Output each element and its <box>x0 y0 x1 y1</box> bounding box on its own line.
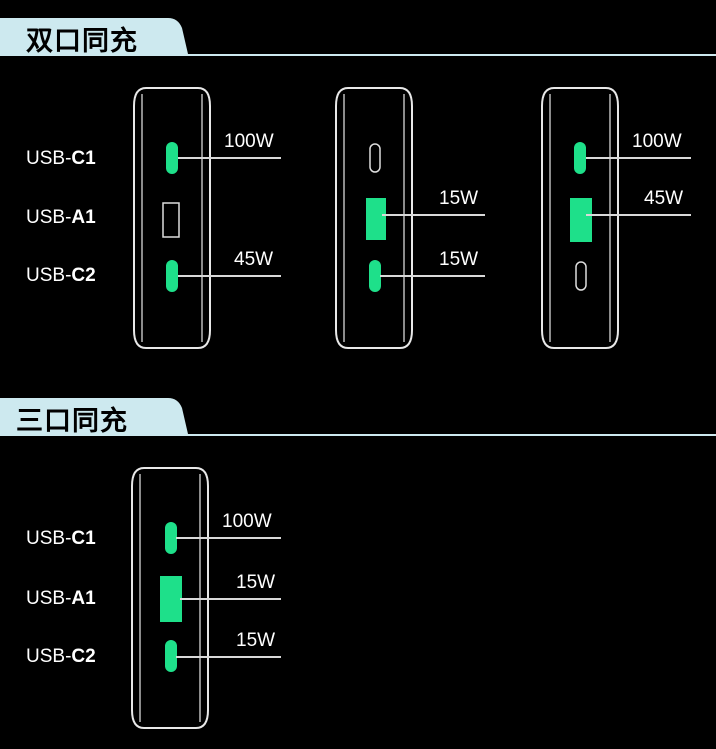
power-bank-config-1 <box>132 86 212 350</box>
line-c1 <box>586 157 691 159</box>
watt-c1: 100W <box>222 511 272 532</box>
section-header-triple: 三口同充 <box>0 396 716 440</box>
power-bank-triple <box>130 466 210 730</box>
line-a1 <box>382 214 485 216</box>
line-a1 <box>586 214 691 216</box>
usb-c1-port-active <box>574 142 586 174</box>
port-label-a1: USB-A1 <box>26 207 96 228</box>
usb-c2-port <box>575 261 587 291</box>
port-label-c1: USB-C1 <box>26 148 96 169</box>
section-title-dual: 双口同充 <box>26 26 138 57</box>
section-header-dual: 双口同充 <box>0 16 716 60</box>
watt-c2: 15W <box>236 630 276 651</box>
usb-c2-port-active <box>165 640 177 672</box>
power-bank-config-3 <box>540 86 620 350</box>
watt-c2: 45W <box>234 249 274 270</box>
usb-a1-port-active <box>160 576 182 622</box>
watt-a1: 45W <box>644 188 684 209</box>
watt-c2: 15W <box>439 249 479 270</box>
usb-c2-port-active <box>369 260 381 292</box>
power-bank-config-2 <box>334 86 414 350</box>
line-c2 <box>178 275 281 277</box>
watt-a1: 15W <box>439 188 479 209</box>
port-label-c2: USB-C2 <box>26 646 96 667</box>
watt-c1: 100W <box>632 131 682 152</box>
section-title-triple: 三口同充 <box>16 406 128 437</box>
usb-a1-port-active <box>570 198 592 242</box>
port-label-c1: USB-C1 <box>26 528 96 549</box>
line-c1 <box>176 537 281 539</box>
port-label-c2: USB-C2 <box>26 265 96 286</box>
usb-a1-port <box>162 202 180 238</box>
header-tab-shape <box>0 18 716 56</box>
port-label-a1: USB-A1 <box>26 588 96 609</box>
header-tab-shape <box>0 398 716 436</box>
watt-c1: 100W <box>224 131 274 152</box>
usb-c1-port-active <box>166 142 178 174</box>
usb-a1-port-active <box>366 198 386 240</box>
line-c2 <box>380 275 485 277</box>
usb-c1-port <box>369 143 381 173</box>
usb-c2-port-active <box>166 260 178 292</box>
line-a1 <box>180 598 281 600</box>
usb-c1-port-active <box>165 522 177 554</box>
line-c1 <box>178 157 281 159</box>
watt-a1: 15W <box>236 572 276 593</box>
line-c2 <box>176 656 281 658</box>
